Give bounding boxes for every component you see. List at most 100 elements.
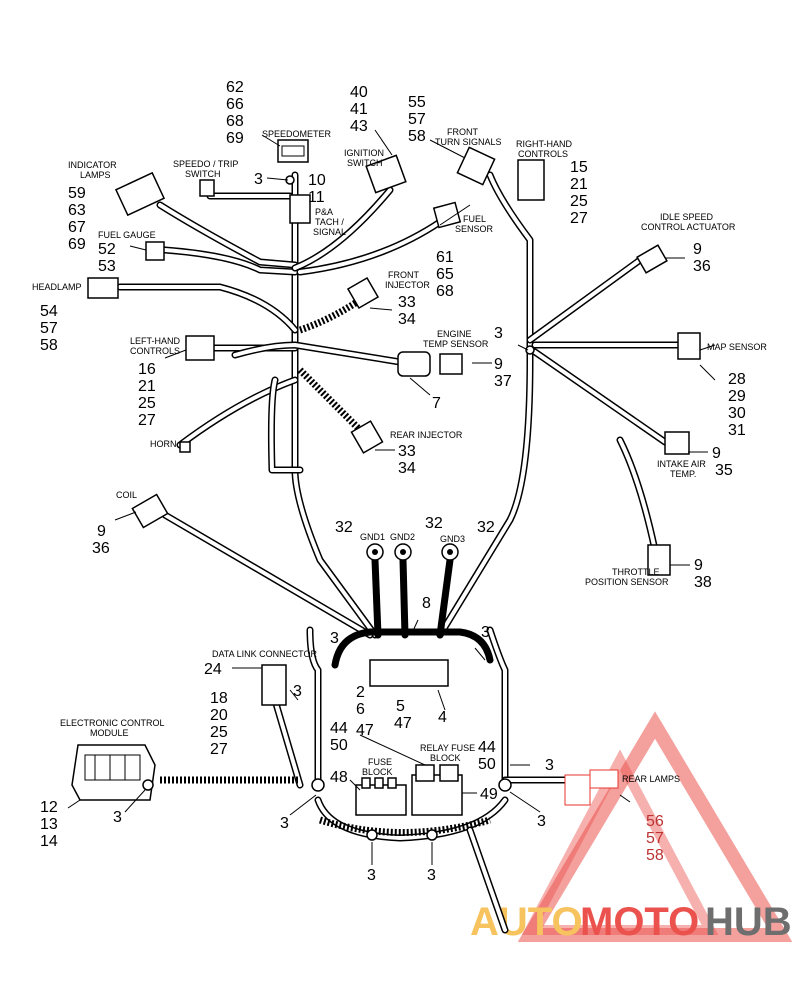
callout-front-turn-0: 55 (408, 94, 426, 111)
callout-speedo-trip: 3 (254, 171, 263, 188)
watermark-text-1: AUTO (470, 900, 583, 944)
callout-right-hand-0: 15 (570, 159, 588, 176)
speedometer-component (277, 139, 309, 163)
callout-map-1: 29 (728, 388, 746, 405)
callout-mid-left-0: 2 (356, 684, 365, 701)
callout-ecm-2: 14 (40, 833, 58, 850)
callout-indicator-1: 63 (68, 202, 86, 219)
engine-temp-label-1: ENGINE (437, 329, 472, 339)
left-hand-controls-connector (185, 335, 215, 361)
indicator-lamps-connector (114, 171, 166, 217)
ignition-switch (365, 154, 407, 194)
callout-right-hand-3: 27 (570, 210, 588, 227)
callout-bottom-left-clip: 3 (280, 815, 289, 832)
callout-indicator-2: 67 (68, 219, 86, 236)
callout-ignition-0: 40 (350, 84, 368, 101)
callout-front-turn-1: 57 (408, 111, 426, 128)
map-sensor-connector (677, 332, 701, 360)
callout-engine-temp-1: 37 (494, 373, 512, 390)
leader-lines (67, 129, 716, 865)
callout-pa-1: 11 (308, 189, 325, 206)
rear-injector-label: REAR INJECTOR (390, 430, 463, 440)
callout-headlamp-1: 57 (40, 320, 58, 337)
rear-injector-connector (350, 420, 384, 454)
callout-right-hand-2: 25 (570, 193, 588, 210)
callout-bottom-clip-2: 3 (427, 867, 436, 884)
throttle-label-2: POSITION SENSOR (585, 577, 669, 587)
callout-fuse-48: 48 (330, 769, 348, 786)
callout-left-hand-0: 16 (138, 361, 156, 378)
headlamp-label: HEADLAMP (32, 282, 82, 292)
callout-throttle-1: 38 (694, 574, 712, 591)
callout-front-injector-0: 33 (398, 294, 416, 311)
callout-relay-right-0: 44 (478, 739, 496, 756)
callout-fuel-sensor-0: 61 (436, 249, 454, 266)
ignition-label-2: SWITCH (347, 158, 383, 168)
fuel-sensor-label-2: SENSOR (455, 224, 494, 234)
harness-label-plate (369, 659, 449, 687)
callout-gnd-1: 32 (425, 515, 443, 532)
callout-rear-injector-1: 34 (398, 460, 416, 477)
callout-engine-temp-0: 9 (494, 356, 503, 373)
callout-intake-0: 9 (712, 445, 721, 462)
wire-harness (116, 171, 684, 934)
callout-rear-injector-0: 33 (398, 443, 416, 460)
callout-front-turn-2: 58 (408, 128, 426, 145)
left-hand-label-1: LEFT-HAND (130, 336, 181, 346)
coil-label: COIL (116, 490, 137, 500)
front-injector-connector (346, 276, 380, 310)
engine-temp-connector (439, 353, 463, 375)
callout-relay-right-1: 50 (478, 756, 496, 773)
callout-map-2: 30 (728, 405, 746, 422)
callout-clip-right: 3 (481, 624, 490, 641)
horn-connector (179, 441, 191, 453)
left-hand-label-2: CONTROLS (130, 346, 180, 356)
callout-fuse-47: 47 (356, 722, 374, 739)
callout-coil-0: 9 (97, 523, 106, 540)
speedometer-label: SPEEDOMETER (262, 129, 332, 139)
callout-fuel-gauge-0: 52 (98, 241, 116, 258)
fuel-sensor-label-1: FUEL (463, 214, 486, 224)
callout-fuse-left-1: 50 (330, 737, 348, 754)
engine-temp-label-2: TEMP SENSOR (423, 339, 489, 349)
front-injector-label-2: INJECTOR (385, 280, 430, 290)
callout-fuel-gauge-1: 53 (98, 258, 116, 275)
intake-label-2: TEMP. (670, 469, 696, 479)
watermark-text-3: HUB (705, 900, 792, 944)
clips (142, 175, 535, 841)
front-injector-wire (298, 297, 362, 334)
callout-ecm-1: 13 (40, 816, 58, 833)
callout-rear-lamps-1: 57 (646, 830, 664, 847)
fuel-sensor-connector (432, 201, 462, 229)
rear-lamps-label: REAR LAMPS (622, 774, 680, 784)
harness-top-loop (331, 628, 494, 669)
coil-connector (131, 493, 169, 529)
watermark-logo: AUTO MOTO HUB (470, 711, 793, 944)
callout-idle-0: 9 (693, 241, 702, 258)
fuel-gauge-connector (145, 241, 165, 261)
callout-ignition-2: 43 (350, 118, 368, 135)
callout-left-hand-1: 21 (138, 378, 156, 395)
callout-speedometer-2: 68 (226, 113, 244, 130)
speedo-trip-label-1: SPEEDO / TRIP (173, 159, 238, 169)
callout-pa-0: 10 (308, 172, 326, 189)
gnd1-wire (371, 556, 382, 639)
callout-idle-1: 36 (693, 258, 711, 275)
indicator-label-1: INDICATOR (68, 160, 117, 170)
gnd3-wire (436, 556, 454, 639)
callout-engine-temp-ref: 7 (432, 395, 441, 412)
callout-junction-3: 3 (494, 325, 503, 342)
right-hand-controls-connector (517, 159, 545, 201)
callout-right-clip: 3 (545, 757, 554, 774)
callout-numbers: 62 66 68 69 40 41 43 55 57 58 15 21 25 2… (40, 79, 746, 884)
throttle-position-sensor (647, 544, 671, 576)
headlamp-connector (87, 277, 119, 299)
ignition-label-1: IGNITION (344, 148, 384, 158)
relay-fuse-block (411, 764, 463, 816)
callout-headlamp-0: 54 (40, 303, 58, 320)
callout-mid-left-1: 6 (356, 701, 365, 718)
callout-ecm-0: 12 (40, 799, 58, 816)
callout-data-link-list-2: 25 (210, 724, 228, 741)
pa-tach-connector (289, 194, 311, 224)
